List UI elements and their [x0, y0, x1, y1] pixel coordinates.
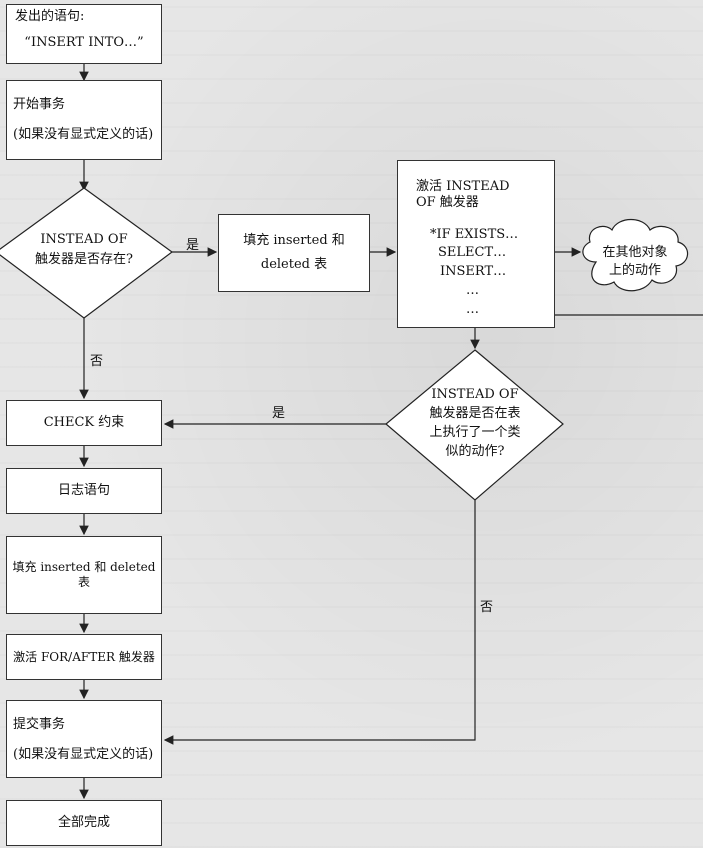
decision1-text: INSTEAD OF 触发器是否存在? [14, 230, 154, 270]
fill-tables-box: 填充 inserted 和 deleted 表 [218, 214, 370, 292]
fill-tables-box-2: 填充 inserted 和 deleted 表 [6, 536, 162, 614]
start-box-line2: “INSERT INTO…” [24, 35, 144, 51]
trigger-code-line: *IF EXISTS… [430, 226, 519, 242]
trigger-code-line: … [466, 301, 479, 317]
decision2-diamond [385, 349, 564, 501]
activate-for-after-box: 激活 FOR/AFTER 触发器 [6, 634, 162, 680]
activate-instead-of-box: 激活 INSTEAD OF 触发器 *IF EXISTS… SELECT… IN… [397, 160, 555, 328]
trigger-code-block: *IF EXISTS… SELECT… INSERT… … … [416, 226, 554, 320]
decision1-no-label: 否 [90, 354, 104, 369]
begin-transaction-line1: 开始事务 [13, 97, 66, 112]
decision2-text: INSTEAD OF 触发器是否在表 上执行了一个类 似的动作? [410, 386, 540, 461]
start-box: 发出的语句: “INSERT INTO…” [6, 4, 162, 64]
trigger-code-line: INSERT… [440, 264, 507, 280]
commit-transaction-line1: 提交事务 [13, 717, 66, 732]
all-done-box: 全部完成 [6, 800, 162, 846]
commit-transaction-line2: (如果没有显式定义的话) [13, 747, 154, 763]
arrow-decision2-no [163, 500, 476, 745]
decision2-no-label: 否 [480, 600, 494, 615]
fill-tables-line1: 填充 inserted 和 [243, 232, 345, 248]
fill-tables-line2: deleted 表 [260, 257, 328, 272]
decision2-line4: 似的动作? [445, 443, 505, 459]
commit-transaction-box: 提交事务 (如果没有显式定义的话) [6, 700, 162, 778]
start-box-line1: 发出的语句: [15, 9, 85, 24]
cloud-shape [582, 218, 689, 292]
trigger-code-line: SELECT… [438, 245, 507, 261]
begin-transaction-box: 开始事务 (如果没有显式定义的话) [6, 80, 162, 160]
log-statement-box: 日志语句 [6, 468, 162, 514]
activate-instead-line2: OF 触发器 [416, 195, 479, 211]
cloud-line2: 上的动作 [608, 263, 661, 279]
cloud-line1: 在其他对象 [602, 245, 668, 260]
cloud-text: 在其他对象 上的动作 [590, 244, 680, 280]
decision1-line1: INSTEAD OF [40, 232, 128, 247]
activate-instead-line1: 激活 INSTEAD [416, 179, 510, 194]
decision2-line3: 上执行了一个类 [429, 424, 521, 440]
check-constraint-box: CHECK 约束 [6, 400, 162, 446]
decision1-yes-label: 是 [186, 238, 200, 253]
decision1-diamond [0, 187, 174, 319]
decision1-line2: 触发器是否存在? [35, 252, 133, 268]
decision2-line2: 触发器是否在表 [429, 405, 521, 421]
trigger-code-line: … [466, 283, 479, 299]
decision2-line1: INSTEAD OF [431, 387, 519, 402]
begin-transaction-line2: (如果没有显式定义的话) [13, 127, 154, 143]
decision2-yes-label: 是 [272, 406, 286, 421]
